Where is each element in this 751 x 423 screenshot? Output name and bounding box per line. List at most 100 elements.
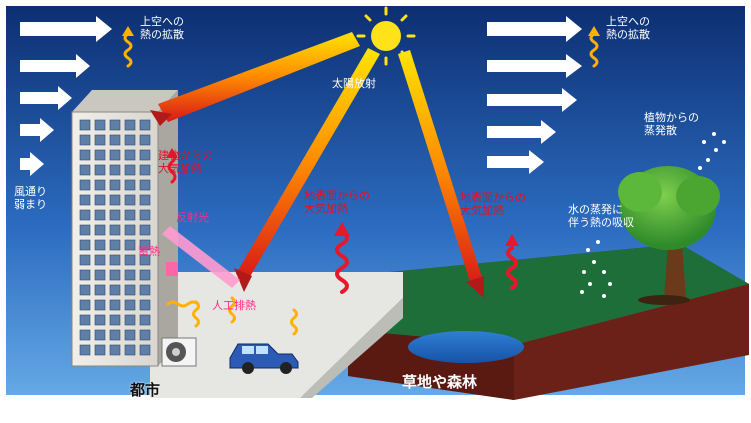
exhaust-squiggles xyxy=(166,296,298,336)
building-window xyxy=(109,194,121,206)
building-window xyxy=(94,284,106,296)
building-window xyxy=(139,284,151,296)
grass-platform xyxy=(348,244,749,400)
building-window xyxy=(94,239,106,251)
building-heating-label: 建物からの 大気加熱 xyxy=(158,149,213,175)
reflected-light-label: 反射光 xyxy=(176,211,209,224)
upper-heat-label-right: 上空への 熱の拡散 xyxy=(606,15,650,41)
building-window xyxy=(109,239,121,251)
building-window xyxy=(124,179,136,191)
solar-radiation-label: 太陽放射 xyxy=(332,77,376,90)
building-window xyxy=(124,314,136,326)
building-window xyxy=(124,119,136,131)
building-window xyxy=(139,314,151,326)
building-window xyxy=(124,344,136,356)
building-window xyxy=(79,149,91,161)
building-window xyxy=(79,164,91,176)
ground-heating-grass-label: 地表面からの 大気加熱 xyxy=(460,191,526,217)
building-window xyxy=(124,209,136,221)
building-window xyxy=(94,179,106,191)
building-window xyxy=(139,149,151,161)
building-window xyxy=(139,209,151,221)
building-window xyxy=(79,254,91,266)
building-window xyxy=(79,134,91,146)
plant-evaporation-label: 植物からの 蒸発散 xyxy=(644,111,699,137)
building-window xyxy=(109,299,121,311)
building-window xyxy=(94,164,106,176)
building-window xyxy=(79,119,91,131)
wind-arrows-right xyxy=(487,16,582,174)
building-window xyxy=(109,209,121,221)
building-window xyxy=(94,194,106,206)
building-window xyxy=(139,194,151,206)
building-window xyxy=(124,164,136,176)
beam-to-building xyxy=(158,32,360,122)
city-platform xyxy=(150,272,403,398)
building-window xyxy=(109,119,121,131)
building-window xyxy=(109,164,121,176)
building-window xyxy=(79,299,91,311)
building-window xyxy=(109,269,121,281)
building-window xyxy=(94,344,106,356)
building-window xyxy=(109,284,121,296)
ground-heating-city-label: 地表面からの 大気加熱 xyxy=(304,189,370,215)
building-window xyxy=(94,329,106,341)
water-evaporation-label: 水の蒸発に 伴う熱の吸収 xyxy=(568,203,634,229)
building-window xyxy=(124,194,136,206)
building-window xyxy=(139,254,151,266)
building-window xyxy=(109,329,121,341)
building-window xyxy=(124,149,136,161)
building-window xyxy=(94,299,106,311)
heat-squiggles xyxy=(166,148,519,294)
building-window xyxy=(79,209,91,221)
building-window xyxy=(109,254,121,266)
building-window xyxy=(94,209,106,221)
upper-heat-squiggles xyxy=(122,26,600,68)
building-window xyxy=(94,224,106,236)
building-window xyxy=(124,254,136,266)
building-window xyxy=(124,134,136,146)
car-icon xyxy=(229,343,299,374)
building-window xyxy=(139,224,151,236)
city-label: 都市 xyxy=(130,381,161,399)
building-window xyxy=(94,119,106,131)
building-window xyxy=(109,224,121,236)
building-window xyxy=(94,314,106,326)
building-window xyxy=(79,194,91,206)
building-window xyxy=(94,269,106,281)
pond xyxy=(408,331,524,363)
wind-arrows-left xyxy=(20,16,112,176)
building-window xyxy=(109,344,121,356)
beam-to-grass xyxy=(398,50,484,288)
building-window xyxy=(139,164,151,176)
building-window xyxy=(139,299,151,311)
sun-icon xyxy=(356,6,416,66)
building-window xyxy=(94,254,106,266)
building-window xyxy=(109,149,121,161)
building-window xyxy=(79,179,91,191)
building-window xyxy=(139,329,151,341)
building-window xyxy=(109,179,121,191)
building-window xyxy=(139,269,151,281)
evaporation-dots xyxy=(580,132,726,298)
building-windows xyxy=(79,119,151,356)
building-window xyxy=(79,344,91,356)
building-window xyxy=(139,134,151,146)
building-window xyxy=(109,134,121,146)
building-window xyxy=(79,314,91,326)
building-window xyxy=(124,299,136,311)
building-window xyxy=(79,239,91,251)
building-window xyxy=(79,329,91,341)
reflected-light-arrow xyxy=(162,226,240,288)
heat-storage-marker xyxy=(166,262,178,276)
building-window xyxy=(94,134,106,146)
heat-storage-label: 蓄熱 xyxy=(138,245,160,258)
building-window xyxy=(124,224,136,236)
building-window xyxy=(94,149,106,161)
building-window xyxy=(139,179,151,191)
air-conditioner-icon xyxy=(161,337,197,367)
artificial-exhaust-label: 人工排熱 xyxy=(212,299,256,312)
upper-heat-label-left: 上空への 熱の拡散 xyxy=(140,15,184,41)
building-window xyxy=(124,269,136,281)
